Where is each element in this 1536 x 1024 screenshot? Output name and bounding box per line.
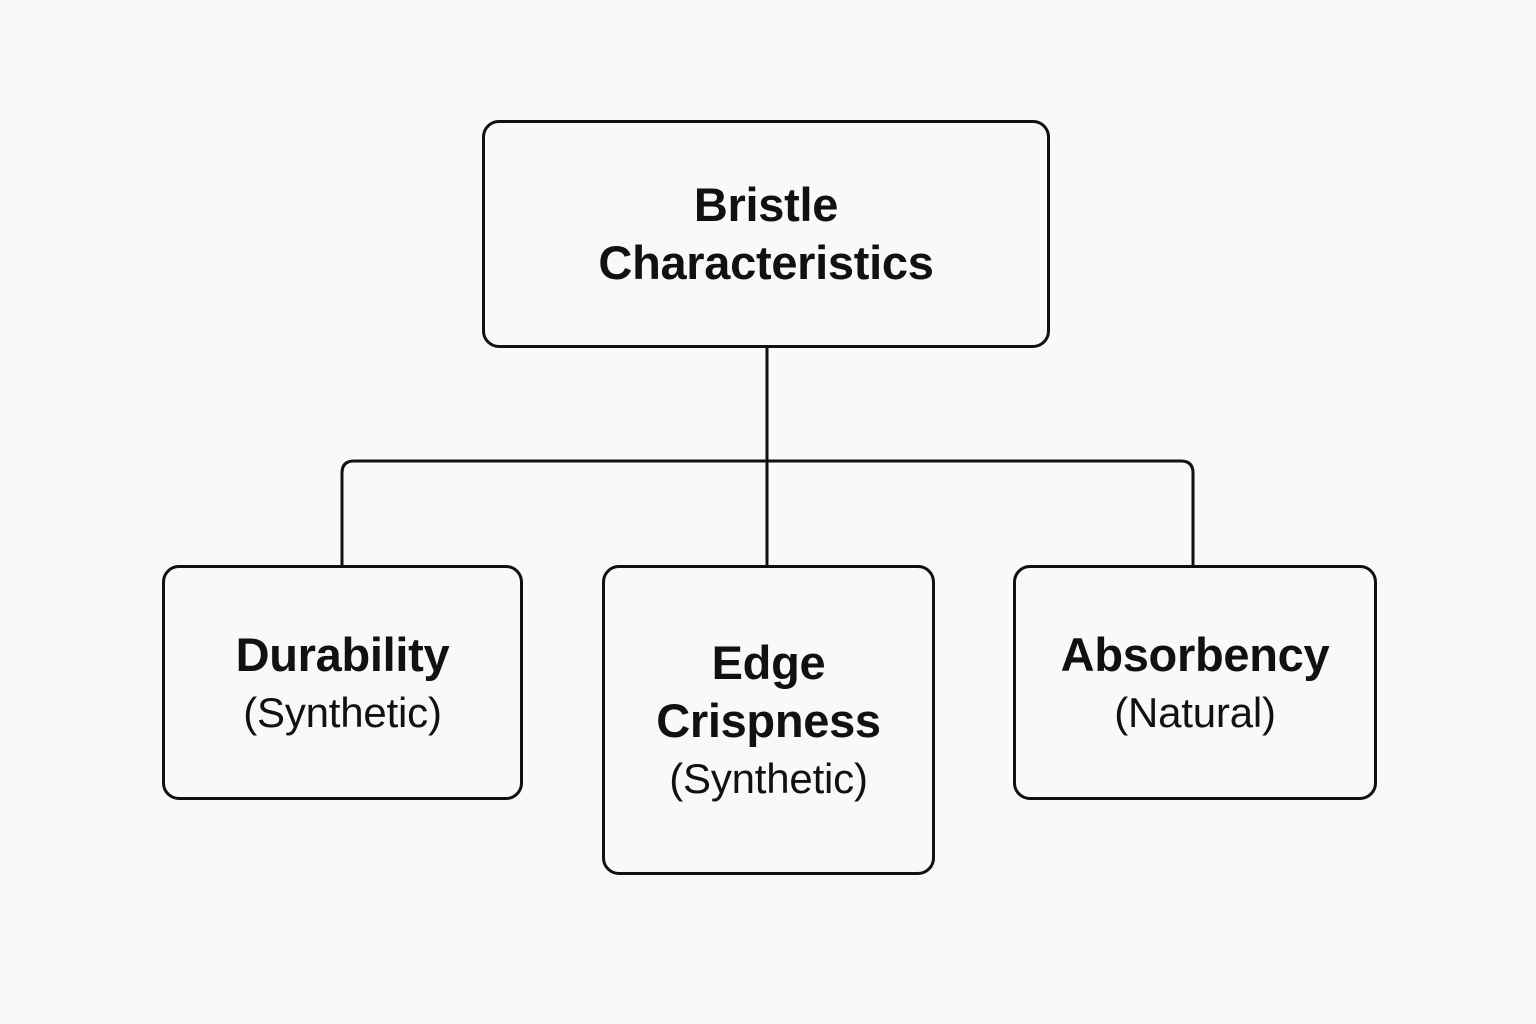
node-durability[interactable]: Durability (Synthetic): [162, 565, 523, 800]
node-absorbency-subtitle: (Natural): [1114, 688, 1276, 736]
node-edge-crispness[interactable]: Edge Crispness (Synthetic): [602, 565, 935, 875]
node-root[interactable]: Bristle Characteristics: [482, 120, 1050, 348]
node-durability-subtitle: (Synthetic): [243, 688, 442, 736]
connector-bus-left: [767, 459, 1195, 565]
node-root-title-line-2: Characteristics: [598, 236, 934, 289]
node-edge-crispness-title-line-1: Edge: [711, 636, 826, 689]
node-absorbency-title: Absorbency: [1060, 627, 1330, 681]
node-edge-crispness-subtitle: (Synthetic): [669, 755, 868, 802]
node-root-title: Bristle Characteristics: [598, 176, 933, 292]
node-edge-crispness-title-line-2: Crispness: [656, 694, 881, 747]
node-durability-title: Durability: [235, 627, 450, 681]
node-absorbency[interactable]: Absorbency (Natural): [1013, 565, 1377, 800]
connector-bus-right: [340, 459, 767, 565]
node-edge-crispness-title: Edge Crispness: [656, 634, 881, 750]
node-root-title-line-1: Bristle: [693, 178, 839, 231]
